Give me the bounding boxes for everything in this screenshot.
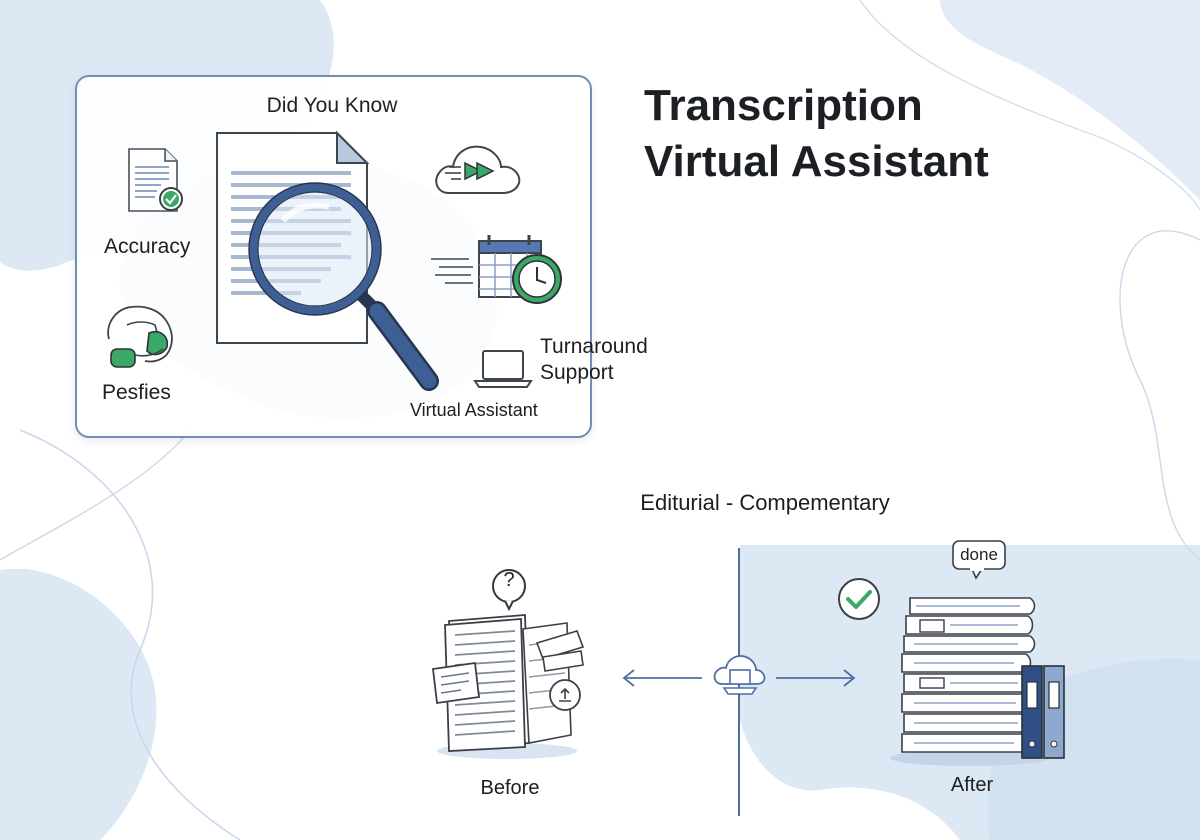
calendar-clock-icon [431, 235, 562, 304]
cloud-laptop-icon [713, 655, 766, 695]
virtual-assistant-label: Virtual Assistant [410, 400, 538, 420]
magnifier-icon [248, 182, 439, 391]
turnaround-label: Turnaround [540, 335, 648, 358]
pesfies-label: Pesfies [102, 381, 171, 404]
did-you-know-card: Did You Know Accuracy Pesfies [75, 75, 592, 438]
support-label: Support [540, 361, 614, 384]
heading-line-2: Virtual Assistant [644, 137, 989, 186]
done-speech-bubble [952, 540, 1006, 580]
hand-icon [107, 305, 173, 368]
card-title: Did You Know [266, 94, 398, 117]
after-label: After [950, 774, 994, 796]
comparison-title: Editurial - Compementary [640, 490, 890, 515]
question-mark: ? [503, 569, 515, 591]
page-heading: Transcription Virtual Assistant [644, 78, 989, 190]
bidirectional-arrow [622, 669, 856, 687]
check-circle-icon [838, 578, 880, 620]
document-check-icon [128, 148, 183, 212]
cloud-forward-icon [435, 145, 521, 194]
messy-papers-icon [432, 569, 585, 759]
before-label: Before [480, 777, 540, 799]
heading-line-1: Transcription [644, 81, 923, 130]
laptop-icon [473, 350, 533, 388]
organized-books-icon [890, 597, 1065, 766]
done-text: done [960, 545, 998, 564]
accuracy-label: Accuracy [104, 235, 191, 258]
